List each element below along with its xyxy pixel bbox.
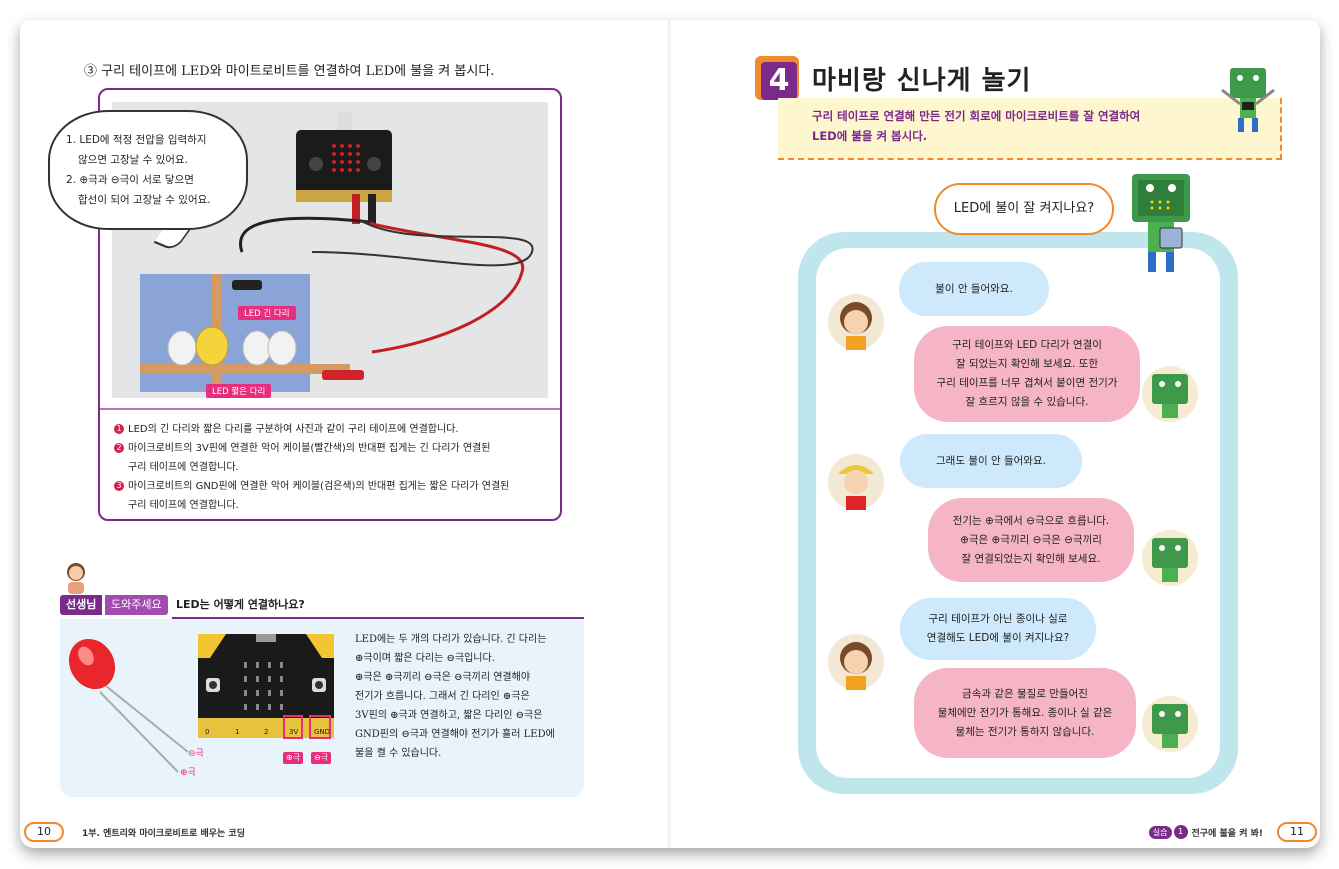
- instruction-1-text: LED의 긴 다리와 짧은 다리를 구분하여 사진과 같이 구리 테이프에 연결…: [128, 424, 459, 435]
- helper-explanation: LED에는 두 개의 다리가 있습니다. 긴 다리는 ⊕극이며 짧은 다리는 ⊖…: [355, 630, 575, 763]
- chat-bubble-4: 전기는 ⊕극에서 ⊖극으로 흐릅니다. ⊕극은 ⊕극끼리 ⊖극은 ⊖극끼리 잘 …: [928, 498, 1134, 582]
- chapter-label: 1부. 엔트리와 마이크로비트로 배우는 코딩: [82, 828, 245, 839]
- photo-panel: 1 LED의 긴 다리와 짧은 다리를 구분하여 사진과 같이 구리 테이프에 …: [98, 88, 562, 521]
- helper-line-2: ⊕극이며 짧은 다리는 ⊖극입니다.: [355, 653, 495, 664]
- helper-question: LED는 어떻게 연결하나요?: [176, 598, 305, 611]
- section-desc-line-2: LED에 불을 켜 봅시다.: [812, 129, 928, 143]
- page-number-left: 10: [24, 822, 64, 842]
- chat-bubble-5: 구리 테이프가 아닌 종이나 실로 연결해도 LED에 불이 켜지나요?: [900, 598, 1096, 660]
- chat-bubble-2: 구리 테이프와 LED 다리가 연결이 잘 되었는지 확인해 보세요. 또한 구…: [914, 326, 1140, 422]
- instruction-list: 1 LED의 긴 다리와 짧은 다리를 구분하여 사진과 같이 구리 테이프에 …: [114, 420, 544, 515]
- boy-avatar: [828, 454, 884, 510]
- chat-bubble-3: 그래도 불이 안 들어와요.: [900, 434, 1082, 488]
- pin-plus-tag: ⊕극: [283, 752, 304, 764]
- section-number: 4: [761, 62, 797, 100]
- question-bubble: LED에 불이 잘 켜지나요?: [934, 183, 1114, 235]
- led-plus-label: ⊕극: [180, 768, 196, 778]
- pin-2-label: 2: [264, 728, 269, 736]
- chat-4-line-2: ⊕극은 ⊕극끼리 ⊖극은 ⊖극끼리: [960, 533, 1102, 546]
- circuit-photo-illustration: [112, 102, 548, 398]
- helper-line-3: ⊕극은 ⊕극끼리 ⊖극은 ⊖극끼리 연결해야: [355, 672, 531, 683]
- section-desc-box: [778, 98, 1282, 160]
- chat-bubble-6: 금속과 같은 물질로 만들어진 물체에만 전기가 통해요. 종이나 실 같은 물…: [914, 668, 1136, 758]
- instruction-3: 3 마이크로비트의 GND핀에 연결한 악어 케이블(검은색)의 반대편 집게는…: [114, 477, 544, 496]
- helper-label-teacher: 선생님: [60, 595, 103, 615]
- thought-bubble: 1. LED에 적정 전압을 입력하지 않으면 고장날 수 있어요. 2. ⊕극…: [48, 110, 248, 230]
- thought-line-2: 않으면 고장날 수 있어요.: [78, 154, 188, 166]
- footer-practice-tag: 실습: [1148, 825, 1172, 839]
- girl-avatar-1: [828, 294, 884, 350]
- footer-right: 실습 1 전구에 불을 켜 봐! 11: [1148, 820, 1317, 844]
- led-long-leg-tag: LED 긴 다리: [238, 306, 296, 320]
- instruction-3-text: 마이크로비트의 GND핀에 연결한 악어 케이블(검은색)의 반대편 집게는 짧…: [128, 481, 510, 492]
- pin-gnd-label: GND: [314, 728, 331, 736]
- chat-1-line-1: 불이 안 들어와요.: [935, 282, 1013, 295]
- helper-line-1: LED에는 두 개의 다리가 있습니다. 긴 다리는: [355, 634, 547, 645]
- section-desc: 구리 테이프로 연결해 만든 전기 회로에 마이크로비트를 잘 연결하여 LED…: [812, 106, 1232, 146]
- mabi-avatar-1: [1142, 366, 1198, 422]
- book-spine: [668, 20, 672, 848]
- footer-practice-num: 1: [1173, 825, 1188, 839]
- instruction-3-cont: 구리 테이프에 연결합니다.: [128, 500, 239, 511]
- step-number-2: 2: [114, 443, 124, 453]
- photo-divider: [100, 408, 560, 410]
- helper-underline: [172, 617, 584, 619]
- led-minus-label: ⊖극: [188, 749, 204, 759]
- helper-line-7: 불을 켤 수 있습니다.: [355, 748, 442, 759]
- chat-4-line-3: 잘 연결되었는지 확인해 보세요.: [961, 552, 1101, 565]
- helper-header: 선생님 도와주세요 LED는 어떻게 연결하나요?: [60, 591, 584, 619]
- helper-line-4: 전기가 흐릅니다. 그래서 긴 다리인 ⊕극은: [355, 691, 530, 702]
- section-title: 마비랑 신나게 놀기: [812, 66, 1032, 96]
- chat-bubble-1: 불이 안 들어와요.: [899, 262, 1049, 316]
- circuit-photo: [112, 102, 548, 398]
- section-desc-line-1: 구리 테이프로 연결해 만든 전기 회로에 마이크로비트를 잘 연결하여: [812, 109, 1141, 123]
- step-number-1: 1: [114, 424, 124, 434]
- teacher-avatar: [67, 563, 85, 594]
- pin-1-label: 1: [235, 728, 240, 736]
- helper-label-help: 도와주세요: [105, 595, 168, 615]
- led-short-leg-tag: LED 짧은 다리: [206, 384, 272, 398]
- thought-line-4: 합선이 되어 고장날 수 있어요.: [78, 194, 211, 206]
- footer-practice-title: 전구에 불을 켜 봐!: [1191, 828, 1263, 839]
- chat-5-line-2: 연결해도 LED에 불이 켜지나요?: [926, 632, 1070, 644]
- microbit-illustration: [198, 634, 334, 739]
- thought-line-1: 1. LED에 적정 전압을 입력하지: [66, 134, 207, 146]
- instruction-1: 1 LED의 긴 다리와 짧은 다리를 구분하여 사진과 같이 구리 테이프에 …: [114, 420, 544, 439]
- thought-line-3: 2. ⊕극과 ⊖극이 서로 닿으면: [66, 174, 194, 186]
- section-number-badge: 4: [755, 56, 799, 100]
- chat-4-line-1: 전기는 ⊕극에서 ⊖극으로 흐릅니다.: [952, 514, 1110, 527]
- chat-2-line-4: 잘 흐르지 않을 수 있습니다.: [965, 396, 1089, 408]
- mabi-avatar-3: [1142, 696, 1198, 752]
- mabi-robot-waving: [1221, 68, 1275, 132]
- chat-5-line-1: 구리 테이프가 아닌 종이나 실로: [928, 613, 1068, 625]
- step-number-3: 3: [114, 481, 124, 491]
- chat-2-line-2: 잘 되었는지 확인해 보세요. 또한: [955, 358, 1099, 370]
- instruction-2-text: 마이크로비트의 3V핀에 연결한 악어 케이블(빨간색)의 반대편 집게는 긴 …: [128, 443, 491, 454]
- mabi-avatar-2: [1142, 530, 1198, 586]
- chat-2-line-3: 구리 테이프를 너무 겹쳐서 붙이면 전기가: [936, 377, 1118, 389]
- pin-minus-tag: ⊖극: [311, 752, 332, 764]
- helper-line-6: GND핀의 ⊖극과 연결해야 전기가 흘러 LED에: [355, 729, 555, 740]
- footer-left: 10 1부. 엔트리와 마이크로비트로 배우는 코딩: [24, 820, 245, 844]
- chat-6-line-2: 물체에만 전기가 통해요. 종이나 실 같은: [937, 706, 1113, 719]
- instruction-2: 2 마이크로비트의 3V핀에 연결한 악어 케이블(빨간색)의 반대편 집게는 …: [114, 439, 544, 458]
- step-title: ③ 구리 테이프에 LED와 마이트로비트를 연결하여 LED에 불을 켜 봅시…: [84, 64, 495, 79]
- page-number-right: 11: [1277, 822, 1317, 842]
- chat-6-line-3: 물체는 전기가 통하지 않습니다.: [955, 725, 1095, 738]
- helper-line-5: 3V핀의 ⊕극과 연결하고, 짧은 다리인 ⊖극은: [355, 710, 543, 721]
- led-illustration: [68, 638, 189, 773]
- mabi-robot-tablet: [1132, 174, 1190, 272]
- chat-6-line-1: 금속과 같은 물질로 만들어진: [962, 687, 1088, 700]
- pin-3v-label: 3V: [289, 728, 299, 736]
- girl-avatar-2: [828, 634, 884, 690]
- instruction-2-cont: 구리 테이프에 연결합니다.: [128, 462, 239, 473]
- chat-2-line-1: 구리 테이프와 LED 다리가 연결이: [952, 339, 1102, 351]
- pin-0-label: 0: [205, 728, 210, 736]
- chat-3-line-1: 그래도 불이 안 들어와요.: [936, 454, 1046, 467]
